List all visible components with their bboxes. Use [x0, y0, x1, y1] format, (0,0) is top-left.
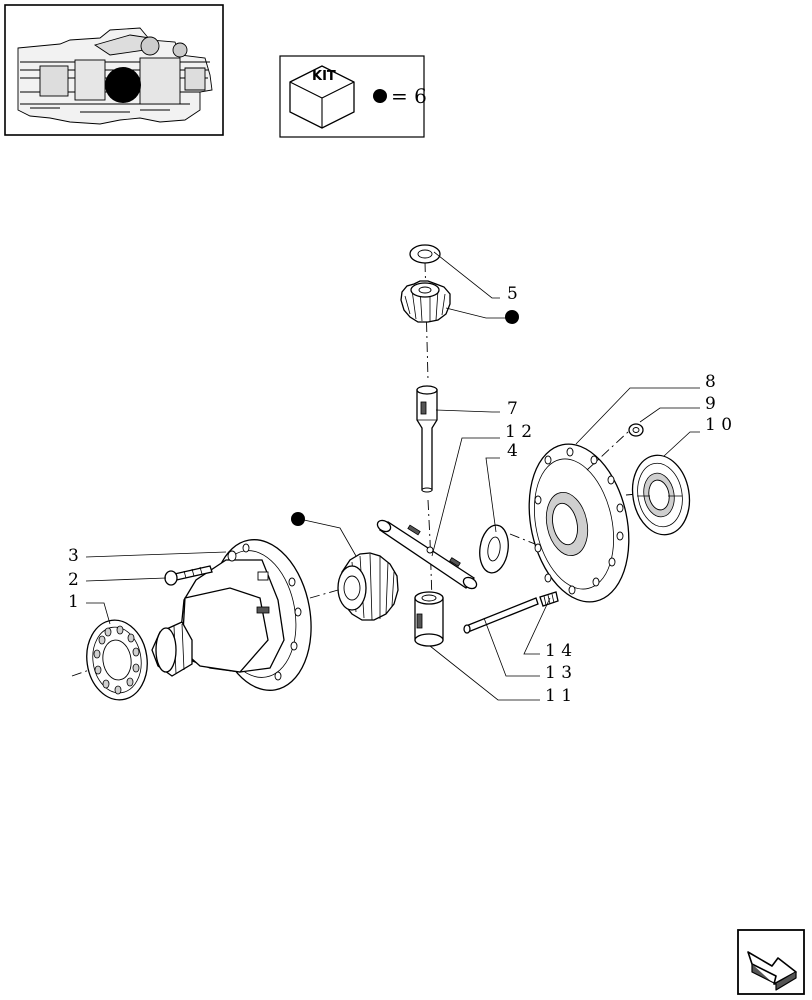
callout-1: 1 [68, 592, 79, 612]
small-nut [586, 423, 644, 471]
callout-4: 4 [507, 441, 518, 461]
bearing-right [625, 454, 691, 536]
callout-13: 1 3 [545, 663, 572, 683]
roll-pin [463, 597, 539, 634]
differential-housing [151, 539, 312, 691]
side-gear [309, 552, 399, 621]
kit-box-icon: KIT [289, 65, 355, 129]
callout-7: 7 [507, 399, 518, 419]
kit-marker-dot-top [505, 310, 519, 324]
kit-dot-count: = 6 [391, 84, 427, 108]
thrust-washer-right [479, 524, 509, 574]
callout-9: 9 [705, 394, 716, 414]
crown-flange [509, 443, 630, 603]
kit-label: KIT [312, 69, 336, 84]
callout-10: 1 0 [705, 415, 732, 435]
housing-bolt [164, 565, 213, 586]
transmission-overview-icon [4, 4, 224, 136]
callout-14: 1 4 [545, 641, 572, 661]
spring-pin [539, 591, 559, 607]
thrust-washer-top [409, 244, 441, 264]
bearing-left [71, 619, 148, 701]
kit-legend: KIT = 6 [279, 55, 427, 138]
callout-8: 8 [705, 372, 716, 392]
kit-dot-icon [373, 89, 387, 103]
kit-marker-dot-mid [291, 512, 305, 526]
pin-vertical [416, 385, 438, 493]
leader-lines [85, 251, 700, 701]
callout-2: 2 [68, 570, 79, 590]
next-page-arrow-icon[interactable] [737, 929, 805, 995]
callout-12: 1 1 [545, 686, 572, 706]
callout-labels: 5 7 1 2 4 8 9 1 0 1 4 1 3 1 1 3 2 1 [68, 284, 732, 706]
cross-shaft [376, 519, 478, 590]
callout-3: 3 [68, 546, 79, 566]
callout-5: 5 [507, 284, 518, 304]
sleeve-lower [414, 591, 444, 647]
callout-11: 1 2 [505, 422, 532, 442]
planet-pinion-top [400, 280, 451, 323]
